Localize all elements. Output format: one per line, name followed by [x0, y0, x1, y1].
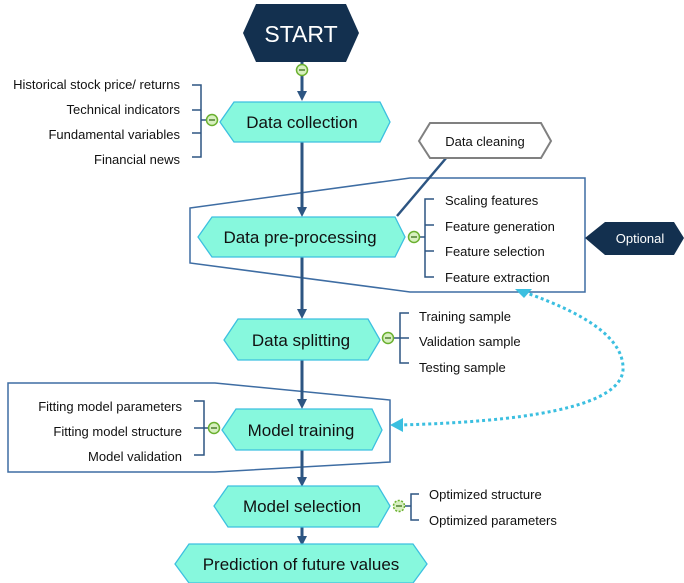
node-data-preprocessing[interactable]: Data pre-processing: [197, 216, 406, 258]
splitting-branch-labels: Training sample Validation sample Testin…: [419, 309, 521, 375]
branch-item: Feature selection: [445, 244, 545, 259]
node-label: Data splitting: [252, 331, 350, 350]
training-bracket: [194, 400, 208, 456]
data-cleaning-label: Data cleaning: [445, 134, 525, 149]
node-label: Data collection: [246, 113, 358, 132]
branch-item: Optimized parameters: [429, 513, 557, 528]
node-model-selection[interactable]: Model selection: [213, 485, 391, 528]
collapse-toggle-collection[interactable]: [205, 113, 219, 127]
node-label: Prediction of future values: [203, 555, 400, 574]
branch-item: Financial news: [94, 152, 180, 167]
branch-item: Fitting model parameters: [38, 399, 182, 414]
feedback-arrowhead-top: [515, 289, 532, 298]
branch-item: Feature generation: [445, 219, 555, 234]
node-model-training[interactable]: Model training: [221, 408, 383, 451]
preprocessing-frame: [189, 177, 586, 293]
preprocessing-branch-labels: Scaling features Feature generation Feat…: [445, 193, 555, 285]
branch-item: Historical stock price/ returns: [13, 77, 180, 92]
optional-callout: Optional: [585, 222, 684, 255]
node-data-collection[interactable]: Data collection: [219, 101, 391, 143]
collapse-toggle-training[interactable]: [207, 421, 221, 435]
branch-item: Technical indicators: [67, 102, 181, 117]
optional-label: Optional: [616, 231, 665, 246]
training-branch-labels: Fitting model parameters Fitting model s…: [38, 399, 182, 464]
selection-branch-labels: Optimized structure Optimized parameters: [429, 487, 557, 528]
data-cleaning-node[interactable]: Data cleaning: [417, 122, 553, 159]
start-label: START: [264, 21, 337, 47]
feedback-dotted-arrow: [397, 290, 625, 427]
node-label: Model training: [248, 421, 355, 440]
branch-item: Training sample: [419, 309, 511, 324]
node-label: Model selection: [243, 497, 361, 516]
branch-item: Feature extraction: [445, 270, 550, 285]
node-prediction[interactable]: Prediction of future values: [174, 543, 428, 583]
branch-item: Optimized structure: [429, 487, 542, 502]
branch-item: Fundamental variables: [48, 127, 180, 142]
branch-item: Testing sample: [419, 360, 506, 375]
branch-item: Fitting model structure: [53, 424, 182, 439]
collapse-toggle-selection[interactable]: [392, 499, 406, 513]
branch-item: Validation sample: [419, 334, 521, 349]
preprocessing-bracket: [419, 198, 434, 278]
collapse-toggle-splitting[interactable]: [381, 331, 395, 345]
node-label: Data pre-processing: [223, 228, 376, 247]
branch-item: Model validation: [88, 449, 182, 464]
branch-item: Scaling features: [445, 193, 539, 208]
splitting-bracket: [393, 312, 409, 364]
connector-cleaning-link: [396, 156, 448, 217]
selection-bracket: [405, 493, 419, 521]
node-data-splitting[interactable]: Data splitting: [223, 318, 381, 361]
collection-branch-labels: Historical stock price/ returns Technica…: [13, 77, 180, 167]
collapse-toggle-preprocessing[interactable]: [407, 230, 421, 244]
model-training-frame: [7, 382, 391, 473]
feedback-arrowhead-left: [390, 418, 403, 432]
start-node[interactable]: START: [243, 4, 359, 62]
collapse-toggle-start[interactable]: [295, 63, 309, 77]
